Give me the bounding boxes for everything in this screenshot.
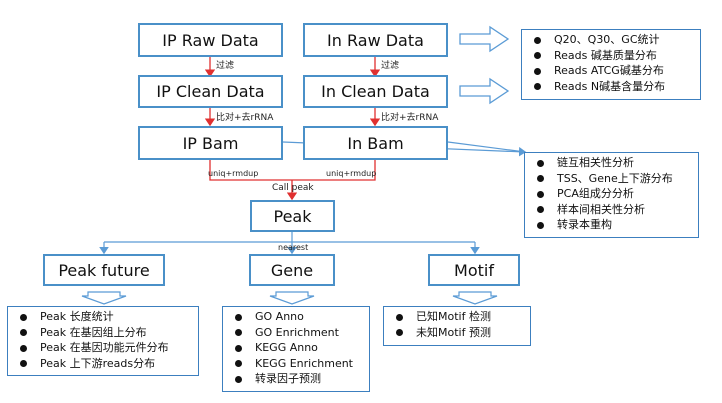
list-item: 链互相关性分析 bbox=[535, 155, 692, 171]
list-item: Q20、Q30、GC统计 bbox=[532, 32, 694, 48]
node-ip-bam: IP Bam bbox=[138, 126, 283, 160]
list-item: 已知Motif 检测 bbox=[394, 309, 524, 325]
hollow-down-arrow-peak-future bbox=[81, 291, 127, 305]
link-in-bam-stats bbox=[447, 141, 526, 153]
list-item: 未知Motif 预测 bbox=[394, 325, 524, 341]
label-nearest: nearest bbox=[278, 243, 309, 252]
list-item: GO Anno bbox=[233, 309, 363, 325]
label-uniq-in: uniq+rmdup bbox=[326, 169, 377, 178]
list-item: GO Enrichment bbox=[233, 325, 363, 341]
node-peak-future: Peak future bbox=[43, 254, 165, 286]
hollow-arrow-clean bbox=[459, 77, 510, 105]
node-in-raw-data: In Raw Data bbox=[303, 23, 448, 57]
list-item: PCA组成分分析 bbox=[535, 186, 692, 202]
node-gene: Gene bbox=[249, 254, 335, 286]
list-item: TSS、Gene上下游分布 bbox=[535, 171, 692, 187]
label-filter-ip: 过滤 bbox=[216, 61, 235, 71]
node-ip-raw-data: IP Raw Data bbox=[138, 23, 283, 57]
label-align-ip: 比对+去rRNA bbox=[216, 113, 274, 123]
list-item: Peak 长度统计 bbox=[18, 309, 192, 325]
list-item: 转录本重构 bbox=[535, 217, 692, 233]
list-item: Peak 上下游reads分布 bbox=[18, 356, 192, 372]
list-item: KEGG Anno bbox=[233, 340, 363, 356]
list-item: Peak 在基因功能元件分布 bbox=[18, 340, 192, 356]
label-uniq-ip: uniq+rmdup bbox=[208, 169, 259, 178]
list-item: Peak 在基因组上分布 bbox=[18, 325, 192, 341]
hollow-down-arrow-motif bbox=[452, 291, 498, 305]
node-ip-clean-data: IP Clean Data bbox=[138, 75, 283, 108]
node-in-bam: In Bam bbox=[303, 126, 448, 160]
hollow-down-arrow-gene bbox=[269, 291, 315, 305]
label-call-peak: Call peak bbox=[272, 183, 314, 193]
node-peak: Peak bbox=[250, 200, 335, 232]
list-item: Reads 碱基质量分布 bbox=[532, 48, 694, 64]
hollow-arrow-raw bbox=[459, 25, 510, 53]
list-item: KEGG Enrichment bbox=[233, 356, 363, 372]
list-item: Reads ATCG碱基分布 bbox=[532, 63, 694, 79]
list-peak-future: Peak 长度统计 Peak 在基因组上分布 Peak 在基因功能元件分布 Pe… bbox=[7, 306, 199, 376]
list-item: Reads N碱基含量分布 bbox=[532, 79, 694, 95]
list-qc-stats: Q20、Q30、GC统计 Reads 碱基质量分布 Reads ATCG碱基分布… bbox=[521, 29, 701, 100]
label-filter-in: 过滤 bbox=[381, 61, 400, 71]
list-item: 样本间相关性分析 bbox=[535, 202, 692, 218]
list-item: 转录因子预测 bbox=[233, 371, 363, 387]
list-motif: 已知Motif 检测 未知Motif 预测 bbox=[383, 306, 531, 346]
list-bam-stats: 链互相关性分析 TSS、Gene上下游分布 PCA组成分分析 样本间相关性分析 … bbox=[524, 152, 699, 238]
node-motif: Motif bbox=[428, 254, 520, 286]
label-align-in: 比对+去rRNA bbox=[381, 113, 439, 123]
list-gene: GO Anno GO Enrichment KEGG Anno KEGG Enr… bbox=[222, 306, 370, 392]
node-in-clean-data: In Clean Data bbox=[303, 75, 448, 108]
